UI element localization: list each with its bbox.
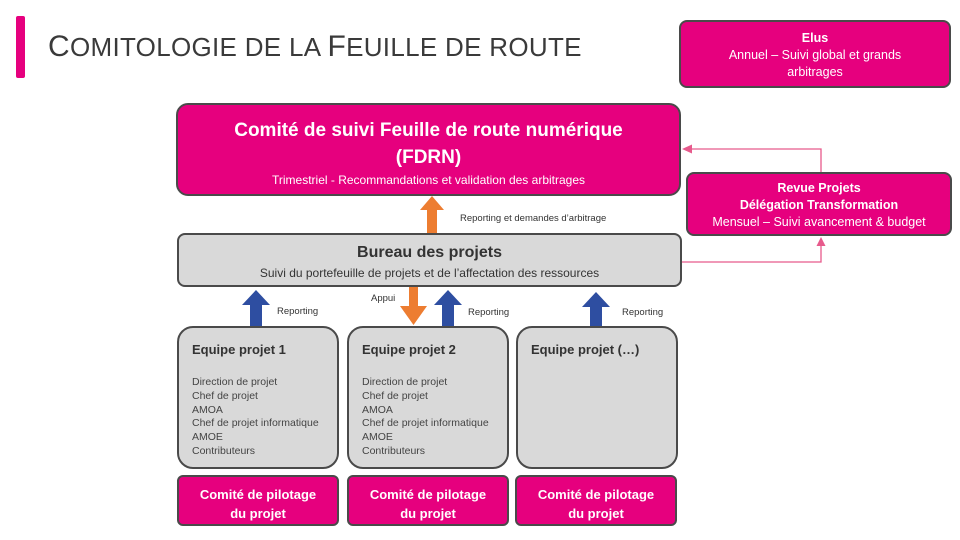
label-reporting-2: Reporting xyxy=(468,307,510,318)
team-member: Contributeurs xyxy=(192,444,256,457)
comite-subtitle: Trimestriel - Recommandations et validat… xyxy=(271,173,586,187)
pilotage-line2: du projet xyxy=(230,506,286,521)
connector-bureau-to-revue xyxy=(682,244,822,263)
team-member: Chef de projet informatique xyxy=(192,417,319,430)
team-title: Equipe projet 1 xyxy=(192,342,286,357)
team-members: Direction de projet Chef de projet AMOA … xyxy=(192,376,337,459)
revue-projets-box: Revue Projets Délégation Transformation … xyxy=(686,172,952,236)
pilotage-line1: Comité de pilotage xyxy=(369,487,487,502)
elus-title: Elus xyxy=(801,31,829,45)
team-member: Contributeurs xyxy=(362,444,426,457)
comite-pilotage-2: Comité de pilotage du projet xyxy=(347,475,509,526)
team-box-3: Equipe projet (…) xyxy=(516,326,678,469)
team-members: Direction de projet Chef de projet AMOA … xyxy=(362,376,507,459)
team-member: AMOE xyxy=(362,431,393,444)
label-reporting-1: Reporting xyxy=(277,306,319,317)
arrow-down-orange-appui xyxy=(400,287,427,325)
revue-line3: Mensuel – Suivi avancement & budget xyxy=(712,215,926,229)
bureau-title: Bureau des projets xyxy=(357,244,502,261)
revue-line2: Délégation Transformation xyxy=(739,198,899,212)
revue-line1: Revue Projets xyxy=(777,181,861,195)
team-member: Chef de projet xyxy=(362,389,428,402)
bureau-projets-box: Bureau des projets Suivi du portefeuille… xyxy=(177,233,682,287)
comite-title-line1: Comité de suivi Feuille de route numériq… xyxy=(234,120,623,141)
team-member: Chef de projet informatique xyxy=(362,417,489,430)
connector-arrowhead-comite xyxy=(682,144,692,154)
team-box-1: Equipe projet 1 Direction de projet Chef… xyxy=(177,326,339,469)
pilotage-line1: Comité de pilotage xyxy=(537,487,655,502)
team-title: Equipe projet (…) xyxy=(531,342,640,357)
team-member: Direction de projet xyxy=(362,376,448,388)
pilotage-line2: du projet xyxy=(400,506,456,521)
team-member: Chef de projet xyxy=(192,389,258,402)
pilotage-line1: Comité de pilotage xyxy=(199,487,317,502)
elus-line1: Annuel – Suivi global et grands xyxy=(728,48,902,62)
pilotage-line2: du projet xyxy=(568,506,624,521)
page-title: COMITOLOGIE DE LA FEUILLE DE ROUTE xyxy=(48,30,582,63)
team-member: AMOA xyxy=(192,403,223,416)
comite-pilotage-1: Comité de pilotage du projet xyxy=(177,475,339,526)
label-reporting-demandes: Reporting et demandes d’arbitrage xyxy=(460,213,607,224)
team-member: AMOE xyxy=(192,431,223,444)
label-reporting-3: Reporting xyxy=(622,307,664,318)
elus-line2: arbitrages xyxy=(787,65,843,79)
arrow-up-orange-reporting xyxy=(420,196,444,233)
team-member: Direction de projet xyxy=(192,376,278,388)
connector-arrowhead-revue xyxy=(816,237,826,246)
comite-suivi-box: Comité de suivi Feuille de route numériq… xyxy=(176,103,681,196)
team-box-2: Equipe projet 2 Direction de projet Chef… xyxy=(347,326,509,469)
comite-pilotage-3: Comité de pilotage du projet xyxy=(515,475,677,526)
arrow-up-navy-team2 xyxy=(434,290,462,326)
arrow-up-navy-team3 xyxy=(582,292,610,326)
team-member: AMOA xyxy=(362,403,393,416)
comite-title-line2: (FDRN) xyxy=(395,147,462,168)
arrow-up-navy-team1 xyxy=(242,290,270,326)
team-title: Equipe projet 2 xyxy=(362,342,456,357)
elus-box: Elus Annuel – Suivi global et grands arb… xyxy=(679,20,951,88)
title-accent-bar xyxy=(16,16,25,78)
bureau-subtitle: Suivi du portefeuille de projets et de l… xyxy=(259,266,600,280)
connector-revue-to-comite xyxy=(691,148,822,172)
label-appui: Appui xyxy=(371,293,396,304)
